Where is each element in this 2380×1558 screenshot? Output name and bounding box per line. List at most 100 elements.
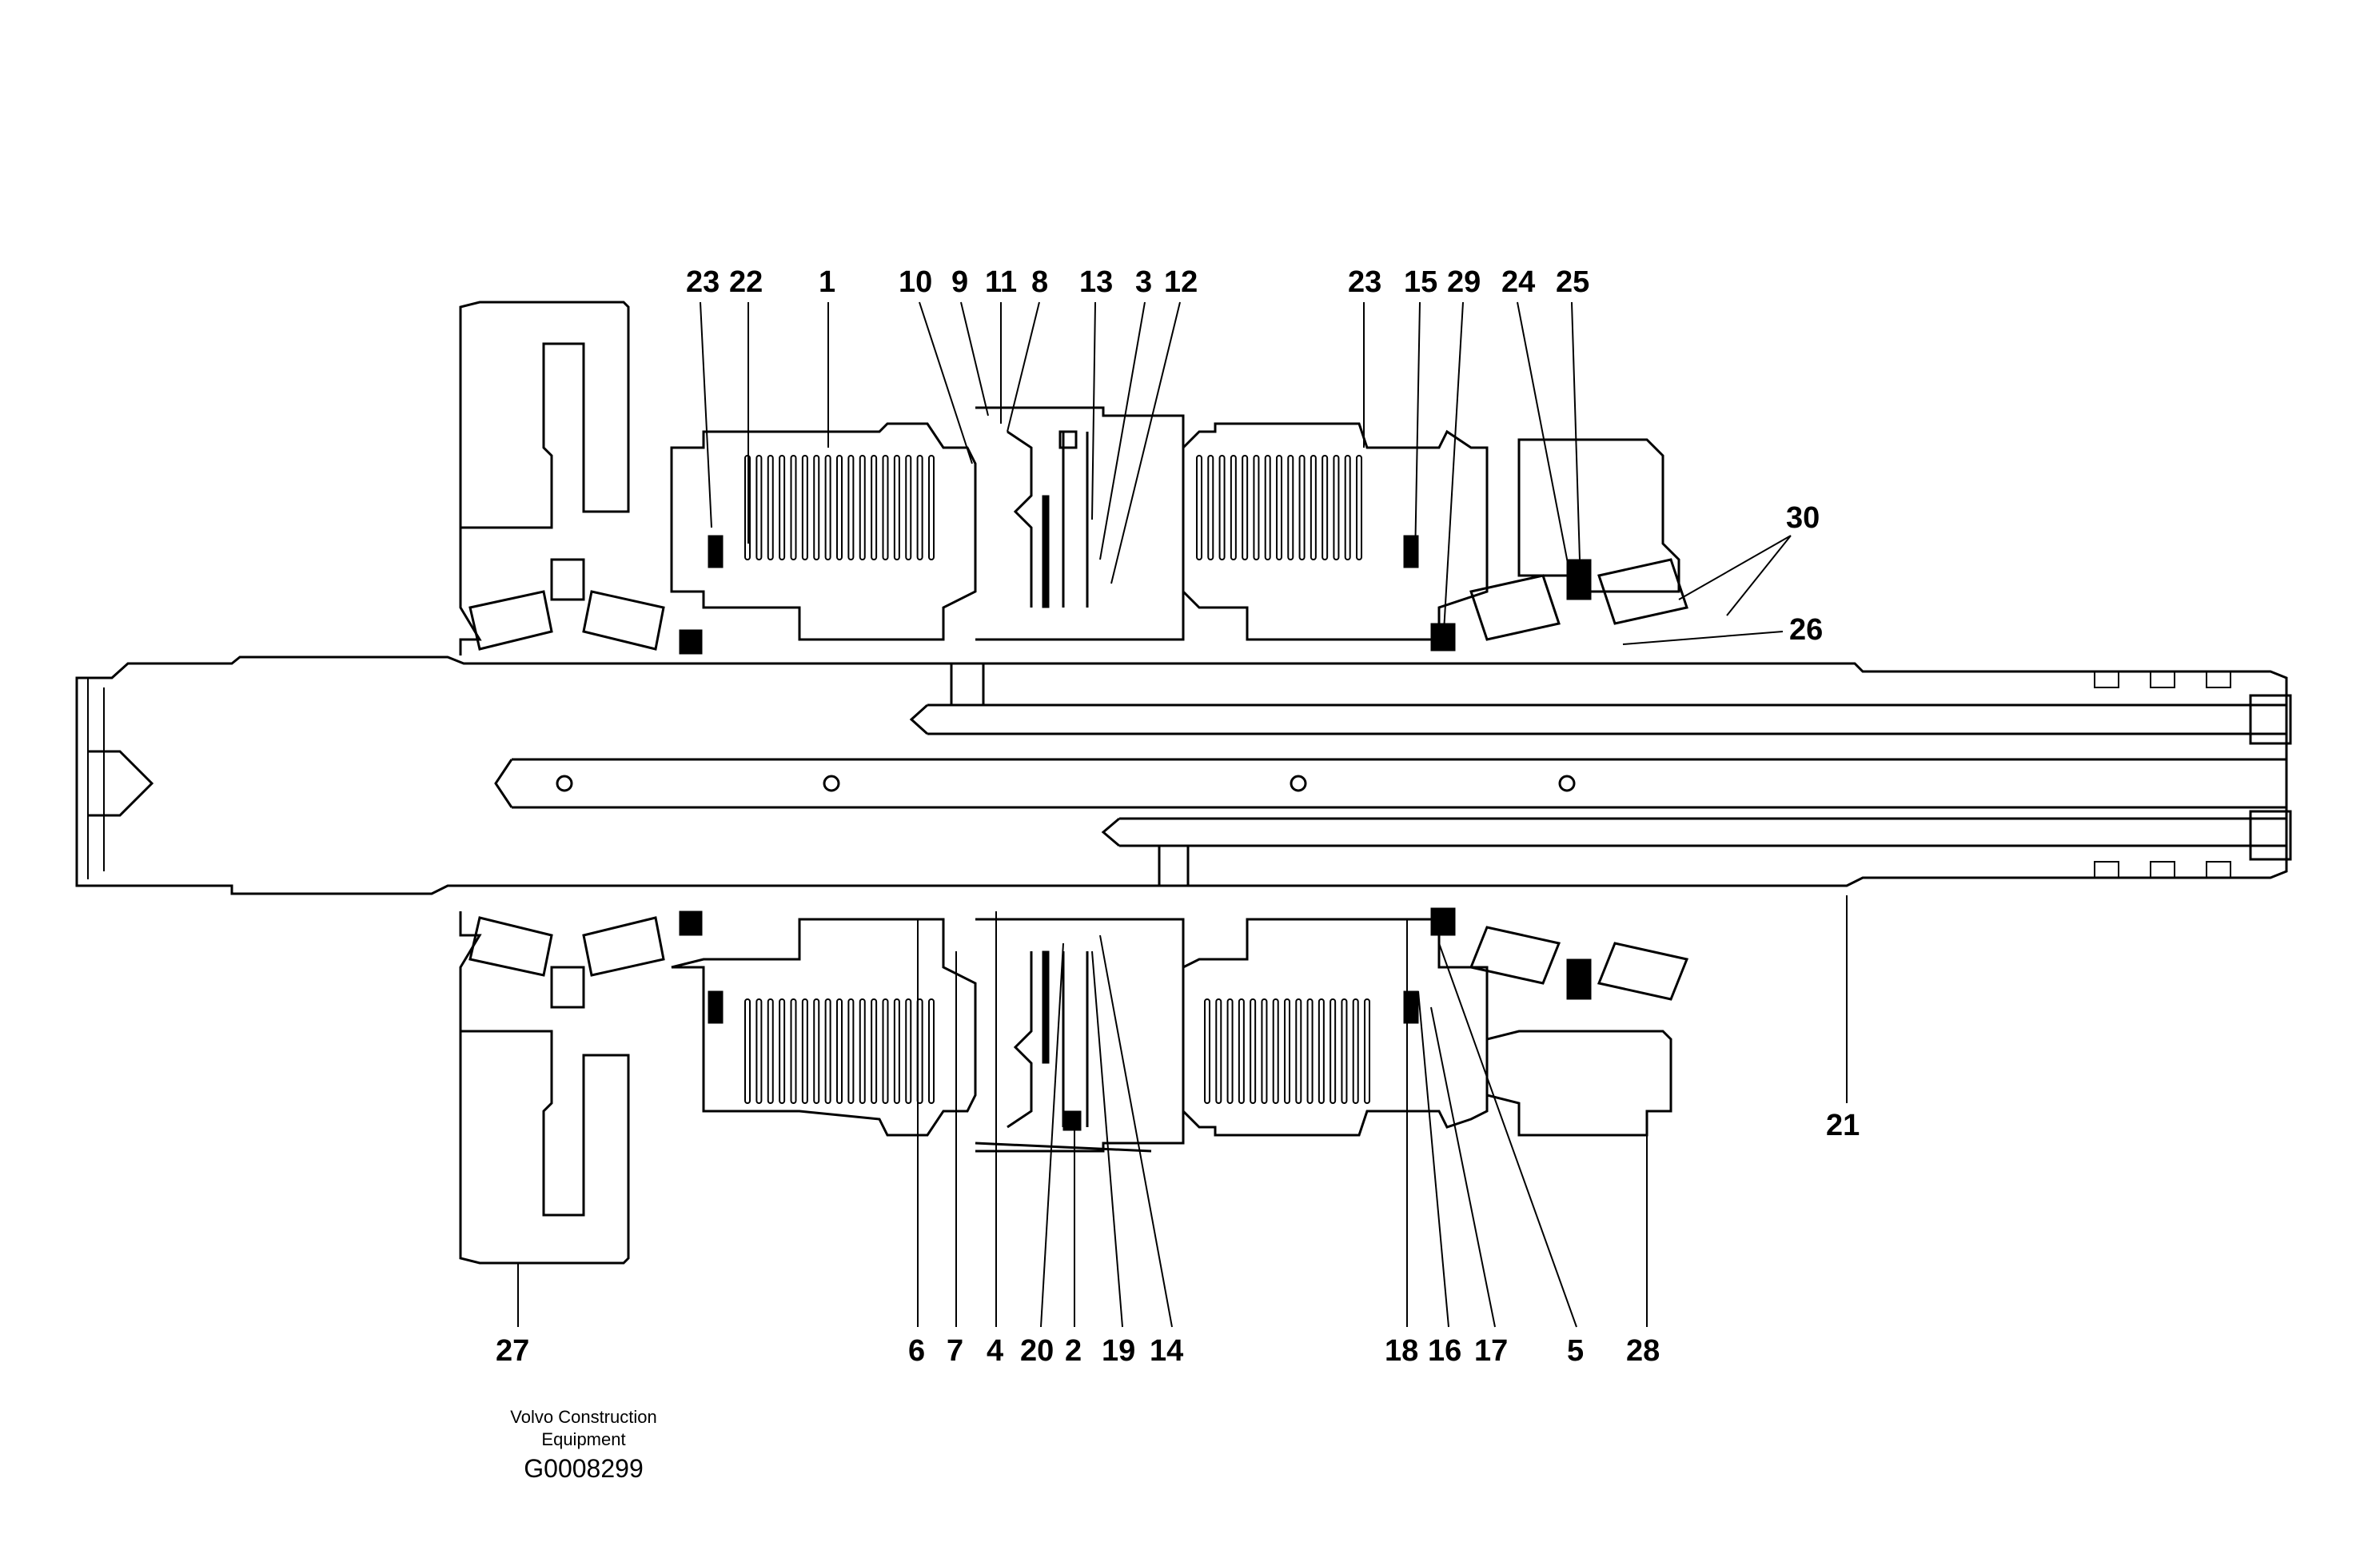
callout-6: 6	[908, 1334, 925, 1368]
right-clutch-discs-lower	[1204, 998, 1370, 1104]
clutch-disc	[893, 455, 900, 560]
callout-26: 26	[1789, 613, 1823, 647]
clutch-disc	[1284, 998, 1290, 1104]
clutch-disc	[790, 455, 797, 560]
clutch-disc	[1204, 998, 1210, 1104]
clutch-disc	[779, 455, 786, 560]
clutch-disc	[790, 998, 797, 1104]
right-callouts: 30 26 21	[1786, 501, 1860, 1142]
main-shaft	[75, 655, 2292, 895]
clutch-disc	[1261, 998, 1268, 1104]
right-clutch-discs	[1196, 455, 1362, 560]
clutch-disc	[1272, 998, 1279, 1104]
right-gear-28	[1485, 438, 1680, 1137]
clutch-disc	[1196, 455, 1202, 560]
clutch-disc	[836, 455, 843, 560]
clutch-disc	[801, 455, 808, 560]
clutch-disc	[1310, 455, 1317, 560]
clutch-disc	[744, 998, 751, 1104]
clutch-disc	[1318, 998, 1325, 1104]
clutch-disc	[882, 455, 889, 560]
callout-2: 2	[1065, 1334, 1082, 1368]
clutch-disc	[824, 998, 831, 1104]
callout-27: 27	[496, 1334, 529, 1368]
clutch-disc	[1306, 998, 1314, 1104]
clutch-disc	[1207, 455, 1214, 560]
left-gear-27	[459, 301, 630, 1265]
callout-21: 21	[1826, 1109, 1860, 1142]
left-clutch-discs	[744, 455, 935, 560]
callout-17: 17	[1474, 1334, 1508, 1368]
callout-30: 30	[1786, 501, 1820, 535]
callout-1: 1	[819, 265, 835, 299]
clutch-disc	[871, 998, 878, 1104]
clutch-disc	[779, 998, 786, 1104]
clutch-disc	[1215, 998, 1222, 1104]
callout-4: 4	[987, 1334, 1003, 1368]
clutch-disc	[1352, 998, 1359, 1104]
clutch-disc	[1356, 455, 1362, 560]
clutch-disc	[1322, 455, 1329, 560]
caption-company-line1: Volvo Construction	[510, 1407, 656, 1427]
clutch-disc	[859, 455, 866, 560]
callout-9: 9	[951, 265, 968, 299]
clutch-disc	[836, 998, 843, 1104]
clutch-disc	[755, 455, 763, 560]
clutch-disc	[1218, 455, 1226, 560]
caption-drawing-code: G0008299	[524, 1454, 643, 1483]
callout-8: 8	[1031, 265, 1048, 299]
clutch-disc	[928, 998, 935, 1104]
callout-28: 28	[1626, 1334, 1660, 1368]
callout-13: 13	[1079, 265, 1113, 299]
callout-11: 11	[985, 265, 1017, 299]
clutch-disc	[813, 455, 820, 560]
clutch-disc	[1341, 998, 1348, 1104]
clutch-disc	[813, 998, 820, 1104]
right-clutch-housing	[1182, 422, 1489, 1137]
callout-14: 14	[1150, 1334, 1183, 1368]
callout-19: 19	[1102, 1334, 1135, 1368]
clutch-disc	[824, 455, 831, 560]
bottom-callouts: 27 6 7 4 20 2 19 14 18 16 17 5 28	[496, 1334, 1660, 1368]
clutch-disc	[847, 998, 855, 1104]
left-clutch-discs-lower	[744, 998, 935, 1104]
clutch-disc	[1333, 455, 1340, 560]
clutch-disc	[1287, 455, 1294, 560]
clutch-disc	[1298, 455, 1306, 560]
clutch-disc	[1253, 455, 1260, 560]
callout-7: 7	[947, 1334, 963, 1368]
callout-3: 3	[1135, 265, 1152, 299]
clutch-disc	[847, 455, 855, 560]
clutch-disc	[1344, 455, 1351, 560]
callout-24: 24	[1501, 265, 1535, 299]
clutch-disc	[1264, 455, 1271, 560]
clutch-disc	[1242, 455, 1249, 560]
callout-20: 20	[1020, 1334, 1054, 1368]
clutch-disc	[905, 998, 912, 1104]
callout-16: 16	[1428, 1334, 1461, 1368]
clutch-disc	[859, 998, 866, 1104]
clutch-disc	[1238, 998, 1245, 1104]
clutch-disc	[1330, 998, 1337, 1104]
callout-5: 5	[1567, 1334, 1584, 1368]
clutch-disc	[1295, 998, 1302, 1104]
center-hub	[975, 406, 1185, 1153]
callout-18: 18	[1385, 1334, 1418, 1368]
left-clutch-housing	[670, 422, 977, 1137]
right-bearing	[708, 535, 1689, 1024]
clutch-disc	[767, 998, 774, 1104]
callout-23-right: 23	[1348, 265, 1381, 299]
callout-25: 25	[1556, 265, 1589, 299]
caption-company-line2: Equipment	[541, 1429, 625, 1449]
callout-22: 22	[729, 265, 763, 299]
clutch-disc	[755, 998, 763, 1104]
leader-lines	[517, 301, 1848, 1328]
clutch-disc	[1250, 998, 1257, 1104]
clutch-disc	[882, 998, 889, 1104]
clutch-disc	[893, 998, 900, 1104]
top-callouts: 23 22 1 10 9 11 8 13 3 12 23 15 29 24 25	[686, 265, 1589, 299]
clutch-disc	[1364, 998, 1370, 1104]
clutch-disc	[916, 455, 923, 560]
clutch-disc	[801, 998, 808, 1104]
